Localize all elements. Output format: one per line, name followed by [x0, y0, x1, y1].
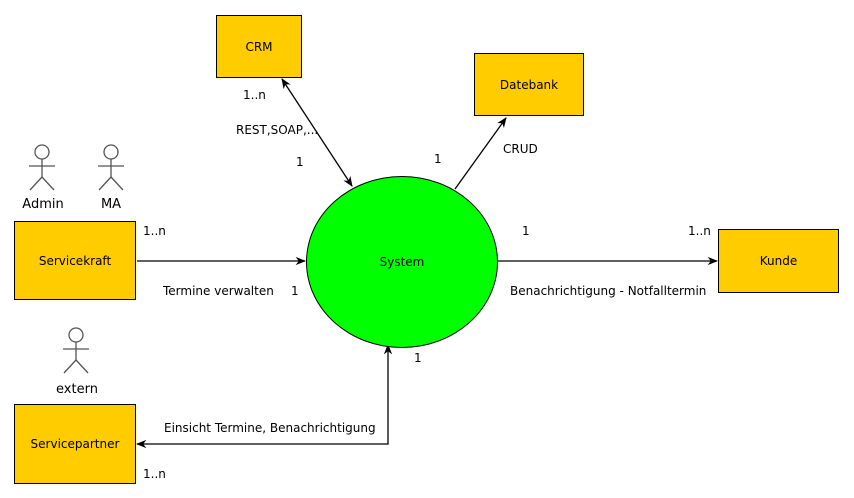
admin-actor-icon [29, 144, 55, 191]
crm-label: CRM [245, 39, 273, 54]
ma-actor-icon [98, 144, 124, 191]
servicepartner-label: Servicepartner [30, 437, 120, 451]
crm-connector [281, 78, 353, 187]
ma-actor-label: MA [100, 197, 122, 212]
kunde-label: Kunde [759, 254, 798, 268]
servicepartner-connector [135, 343, 393, 449]
servicekraft-connector-label: Termine verwalten [163, 284, 274, 298]
admin-actor-label: Admin [22, 197, 64, 212]
servicepartner-multiplicity-entity: 1..n [143, 467, 166, 481]
extern-actor-icon [63, 327, 89, 374]
servicepartner-box: Servicepartner [14, 404, 136, 484]
system-label: System [379, 255, 425, 269]
kunde-connector-label: Benachrichtigung - Notfalltermin [510, 284, 707, 298]
system-node: System [306, 176, 498, 348]
servicepartner-connector-label: Einsicht Termine, Benachrichtigung [164, 421, 376, 435]
datebank-connector [454, 117, 507, 190]
crm-multiplicity-entity: 1..n [243, 88, 266, 102]
extern-actor-label: extern [56, 382, 98, 397]
kunde-multiplicity-entity: 1..n [688, 224, 711, 238]
kunde-box: Kunde [718, 229, 839, 293]
crm-multiplicity-system: 1 [296, 155, 304, 169]
servicekraft-multiplicity-entity: 1..n [143, 224, 166, 238]
crm-box: CRM [216, 15, 302, 78]
datebank-multiplicity-system: 1 [434, 152, 442, 166]
servicepartner-multiplicity-system: 1 [414, 351, 422, 365]
datebank-box: Datebank [474, 53, 584, 116]
kunde-multiplicity-system: 1 [522, 224, 530, 238]
servicekraft-multiplicity-system: 1 [291, 284, 299, 298]
servicekraft-box: Servicekraft [14, 221, 136, 300]
datebank-label: Datebank [499, 77, 559, 92]
crm-connector-label: REST,SOAP,... [236, 123, 319, 137]
servicekraft-label: Servicekraft [38, 253, 112, 268]
datebank-connector-label: CRUD [503, 142, 538, 156]
